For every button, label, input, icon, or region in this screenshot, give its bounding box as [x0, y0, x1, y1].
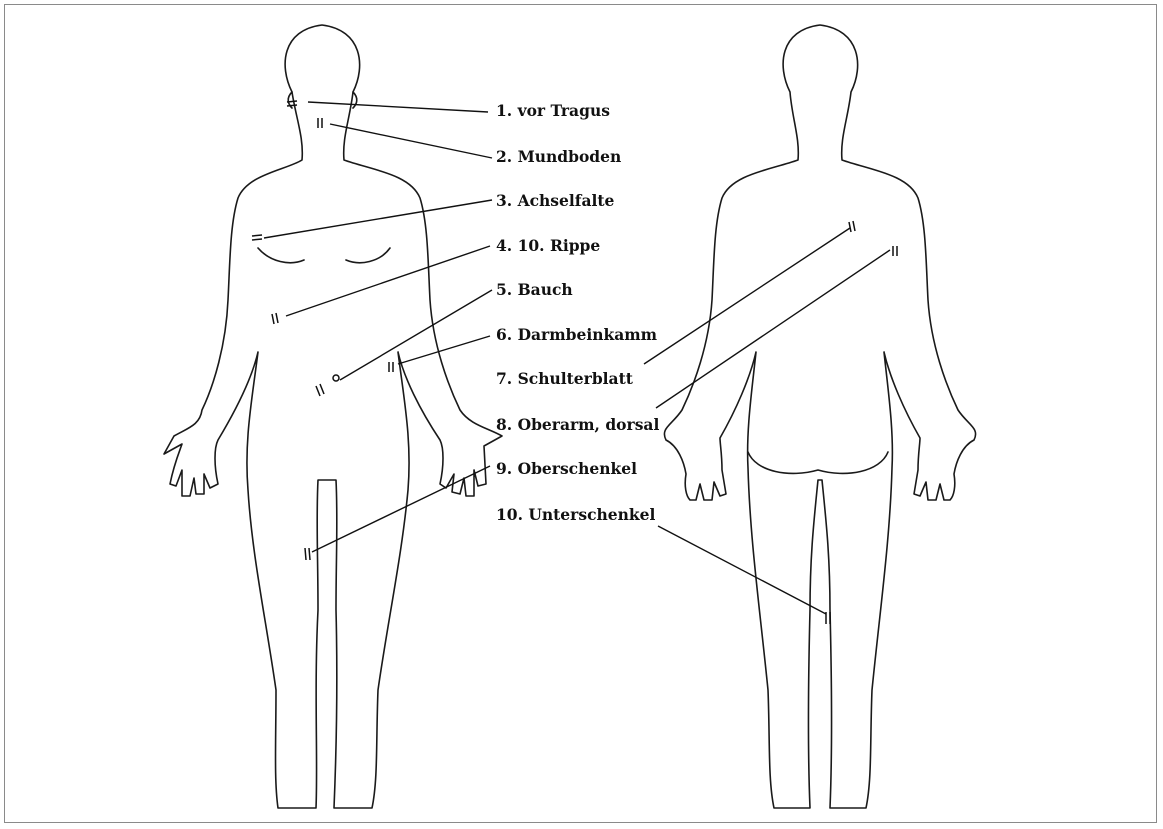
- leader-line-8: [656, 250, 890, 408]
- leader-line-6: [398, 336, 490, 364]
- back-body-outline: [664, 25, 975, 808]
- front-chest-line: [258, 248, 390, 263]
- site-mark-5: [316, 384, 324, 396]
- label-site-4: 4. 10. Rippe: [496, 236, 600, 255]
- site-mark-2: [318, 118, 322, 128]
- leader-line-5: [340, 290, 492, 380]
- site-mark-10: [826, 612, 830, 624]
- site-mark-4: [272, 313, 278, 324]
- leader-line-10: [658, 526, 826, 614]
- site-labels: 1. vor Tragus 2. Mundboden 3. Achselfalt…: [496, 101, 659, 524]
- leader-line-3: [264, 200, 492, 238]
- back-body-figure: [664, 25, 975, 808]
- label-site-8: 8. Oberarm, dorsal: [496, 415, 659, 434]
- front-ear-right: [353, 92, 357, 108]
- leader-line-2: [330, 124, 492, 158]
- site-mark-3: [252, 235, 262, 240]
- leader-lines: [264, 102, 890, 614]
- leader-line-4: [286, 246, 490, 316]
- site-mark-8: [893, 246, 897, 256]
- back-buttocks-line: [748, 452, 888, 473]
- label-site-7: 7. Schulterblatt: [496, 369, 634, 388]
- label-site-5: 5. Bauch: [496, 280, 573, 299]
- label-site-9: 9. Oberschenkel: [496, 459, 637, 478]
- front-body-figure: [164, 25, 502, 808]
- label-site-10: 10. Unterschenkel: [496, 505, 656, 524]
- leader-line-1: [308, 102, 488, 112]
- leader-line-9: [312, 466, 490, 552]
- leader-line-7: [644, 228, 850, 364]
- site-mark-6: [389, 362, 393, 372]
- front-body-outline: [164, 25, 502, 808]
- label-site-6: 6. Darmbeinkamm: [496, 325, 658, 344]
- label-site-3: 3. Achselfalte: [496, 191, 615, 210]
- site-mark-5-navel: [333, 375, 339, 381]
- site-marks: [252, 101, 897, 624]
- label-site-1: 1. vor Tragus: [496, 101, 610, 120]
- label-site-2: 2. Mundboden: [496, 147, 621, 166]
- site-mark-9: [305, 548, 310, 560]
- site-mark-7: [849, 221, 855, 232]
